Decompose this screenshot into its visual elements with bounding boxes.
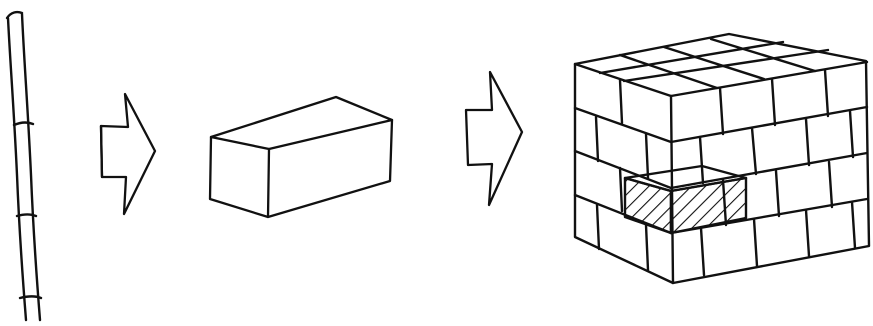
sketch-diagram <box>0 0 873 326</box>
